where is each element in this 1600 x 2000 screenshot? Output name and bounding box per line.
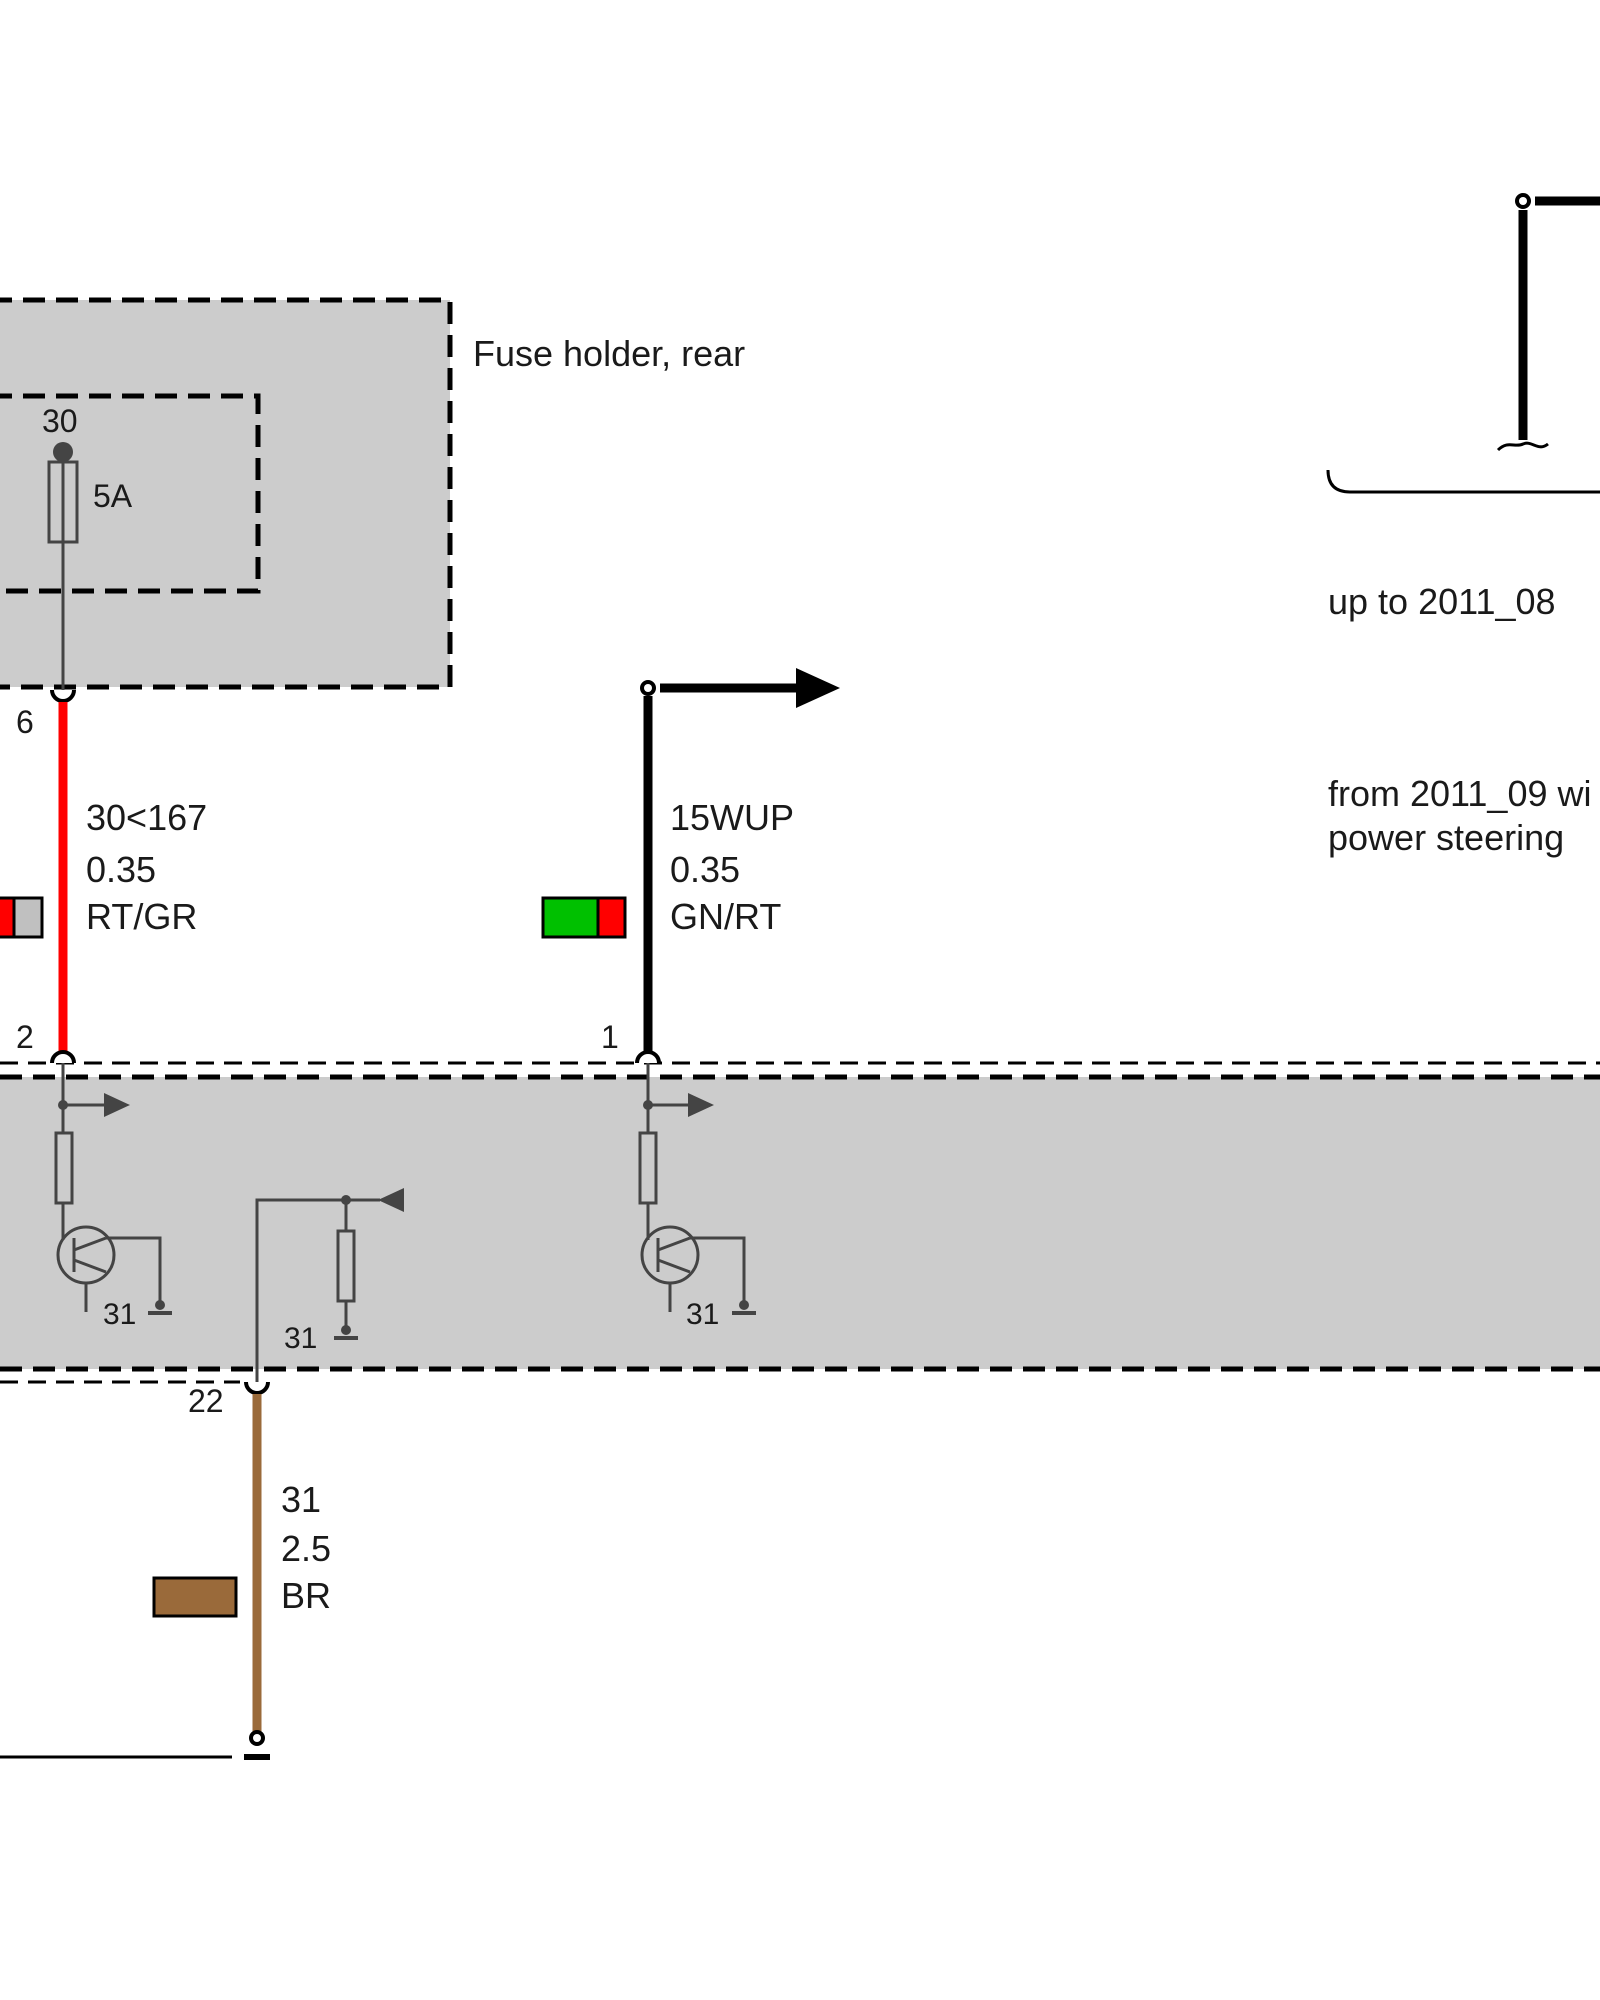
- transistor-collector: [73, 1236, 107, 1252]
- input-stage-pin-1: [638, 1063, 756, 1315]
- pin-1-label: 1: [601, 1019, 619, 1055]
- wire-gauge-label: 0.35: [86, 849, 156, 890]
- fuse-holder-label: Fuse holder, rear: [473, 333, 745, 374]
- module-pin-2-connector: [50, 1050, 76, 1064]
- wire-break-icon: [1496, 441, 1549, 452]
- wire-color-swatch-gray: [12, 896, 44, 939]
- variant-note-new-line2: power steering: [1328, 817, 1564, 858]
- ground-stage-lead: [255, 1198, 346, 1382]
- wire-gauge-label: 0.35: [670, 849, 740, 890]
- wire-signal-label: 30<167: [86, 797, 207, 838]
- ground-label: 31: [103, 1298, 136, 1331]
- ground-dot: [739, 1300, 749, 1310]
- ground-point-dot-inner: [253, 1734, 261, 1742]
- wire-color-swatch-green: [541, 896, 600, 939]
- wire-color-swatch-brown: [152, 1576, 238, 1618]
- ground-dot: [155, 1300, 165, 1310]
- variant-junction-dot-inner: [1519, 197, 1527, 205]
- wire-31: 22 31 2.5 BR: [0, 1383, 331, 1760]
- transistor-emitter: [73, 1258, 107, 1274]
- pin-2-label: 2: [16, 1019, 34, 1055]
- module-pin-1-connector: [635, 1050, 661, 1064]
- signal-arrow-icon: [104, 1093, 130, 1117]
- wire-15wup-junction-dot-inner: [644, 684, 652, 692]
- wire-signal-label: 31: [281, 1479, 321, 1520]
- wire-30-167: 30<167 0.35 RT/GR 2: [0, 702, 207, 1060]
- wire-color-swatch-red: [596, 896, 627, 939]
- signal-arrow-icon: [688, 1093, 714, 1117]
- signal-arrow-left-icon: [378, 1188, 404, 1212]
- control-module: 31 31: [0, 1050, 1600, 1395]
- variant-note-old: up to 2011_08: [1328, 581, 1556, 622]
- wire-color-code-label: RT/GR: [86, 896, 197, 937]
- fuse-rating-label: 5A: [93, 478, 133, 514]
- wire-color-swatch-red: [0, 896, 16, 939]
- variant-bracket: [1326, 469, 1600, 494]
- fuse-holder-housing: [0, 297, 453, 690]
- fuse-holder: Fuse holder, rear 30 5A 6: [0, 297, 745, 740]
- fuse-holder-pin-6-connector: [50, 689, 76, 703]
- ground-dot: [341, 1325, 351, 1335]
- input-stage-pin-2: [54, 1063, 172, 1315]
- variant-section: up to 2011_08 from 2011_09 wi power stee…: [1326, 193, 1600, 858]
- fuse-terminal-label: 30: [42, 403, 78, 439]
- variant-note-new-line1: from 2011_09 wi: [1328, 773, 1591, 814]
- transistor-emitter: [657, 1258, 691, 1274]
- wire-color-code-label: GN/RT: [670, 896, 781, 937]
- pin-22-label: 22: [188, 1383, 224, 1419]
- wire-signal-label: 15WUP: [670, 797, 794, 838]
- ground-stage-pin-22: [255, 1188, 404, 1382]
- fuse-holder-inner-box: [0, 393, 261, 594]
- module-housing: [0, 1077, 1600, 1369]
- continuation-arrow-icon: [796, 668, 840, 708]
- transistor-ground-lead: [690, 1236, 746, 1305]
- ground-label: 31: [686, 1298, 719, 1331]
- transistor-collector: [657, 1236, 691, 1252]
- transistor-ground-lead: [106, 1236, 162, 1305]
- wire-gauge-label: 2.5: [281, 1528, 331, 1569]
- wire-color-code-label: BR: [281, 1575, 331, 1616]
- module-pin-22-connector: [244, 1381, 270, 1395]
- pin-6-label: 6: [16, 704, 34, 740]
- ground-label: 31: [284, 1322, 317, 1355]
- wire-15wup: 15WUP 0.35 GN/RT 1: [541, 668, 840, 1060]
